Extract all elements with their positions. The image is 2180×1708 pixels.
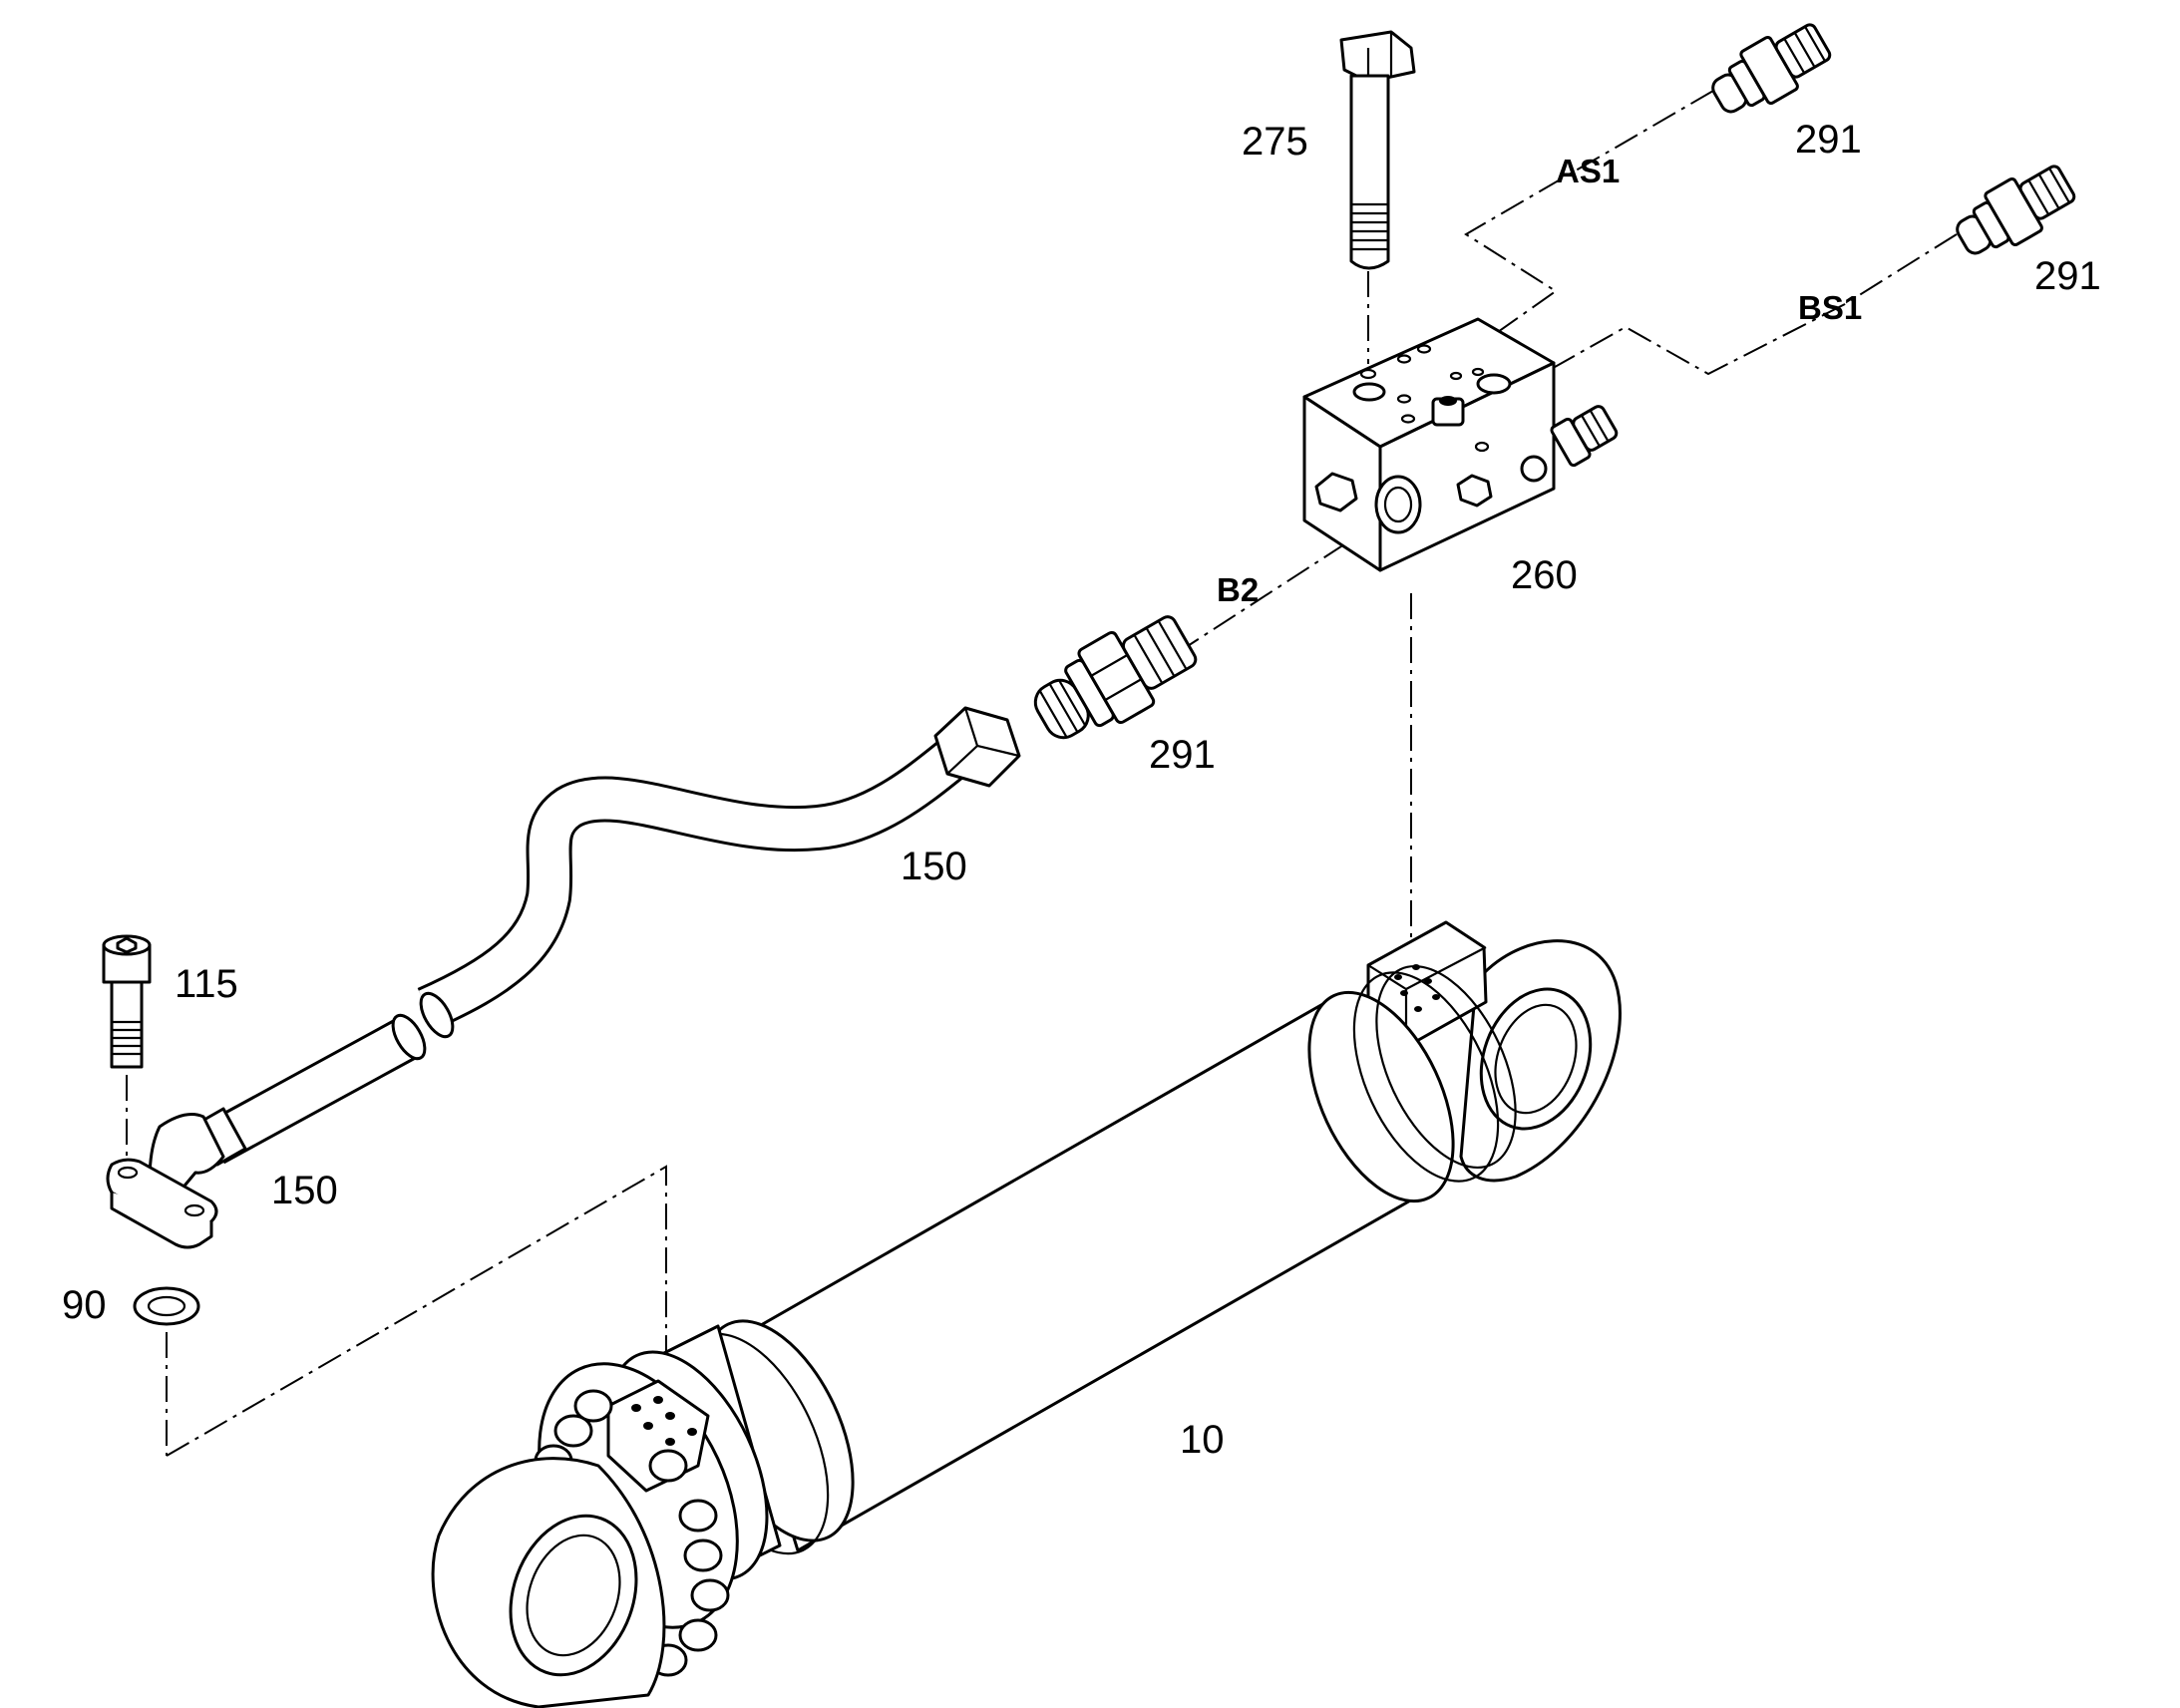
fitting-291-top xyxy=(1711,23,1832,114)
port-label-as1: AS1 xyxy=(1556,153,1620,189)
screw-115 xyxy=(102,934,152,1069)
flange xyxy=(106,1158,218,1249)
label-291-right: 291 xyxy=(2034,254,2101,298)
port-labels: AS1 BS1 B2 xyxy=(1217,153,1862,608)
label-291-top: 291 xyxy=(1795,118,1862,162)
label-260: 260 xyxy=(1511,553,1578,597)
hose-150-upper xyxy=(417,706,1021,1039)
o-ring-90 xyxy=(133,1286,200,1326)
port-label-b2: B2 xyxy=(1217,571,1259,608)
bolt-275 xyxy=(1339,30,1416,270)
fitting-291-mid xyxy=(1033,615,1198,740)
label-90: 90 xyxy=(62,1283,107,1327)
label-115: 115 xyxy=(175,962,238,1006)
label-150-bottom: 150 xyxy=(271,1169,338,1212)
valve-block-260 xyxy=(1302,317,1619,572)
fitting-291-right xyxy=(1956,165,2076,255)
cylinder-10 xyxy=(431,920,1622,1708)
label-150-top: 150 xyxy=(901,845,967,888)
part-number-labels: 275 291 291 260 291 150 115 150 90 10 xyxy=(62,118,2101,1462)
label-275: 275 xyxy=(1242,120,1308,164)
label-10: 10 xyxy=(1180,1418,1225,1462)
label-291-mid: 291 xyxy=(1149,733,1216,777)
port-label-bs1: BS1 xyxy=(1798,289,1862,326)
